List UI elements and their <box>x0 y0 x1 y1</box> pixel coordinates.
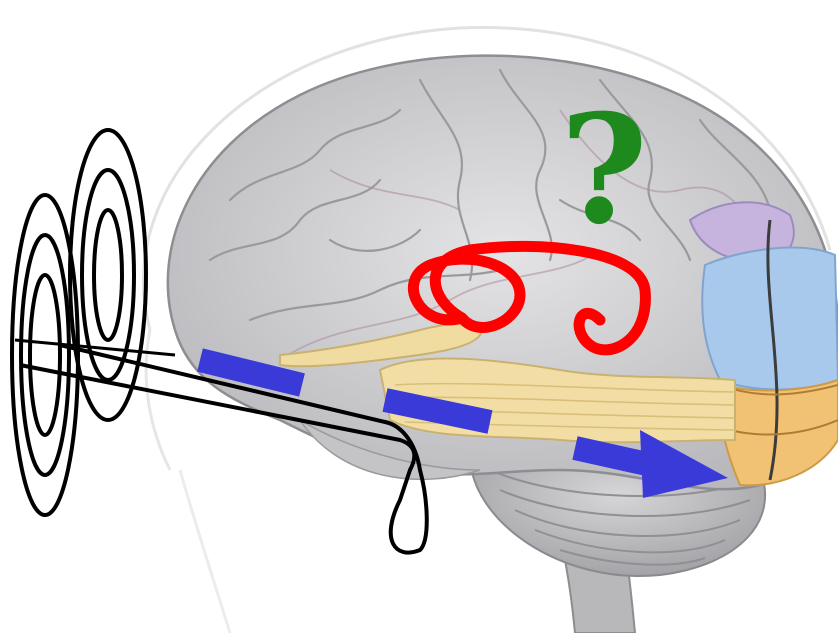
question-mark-icon: ? <box>560 82 648 258</box>
